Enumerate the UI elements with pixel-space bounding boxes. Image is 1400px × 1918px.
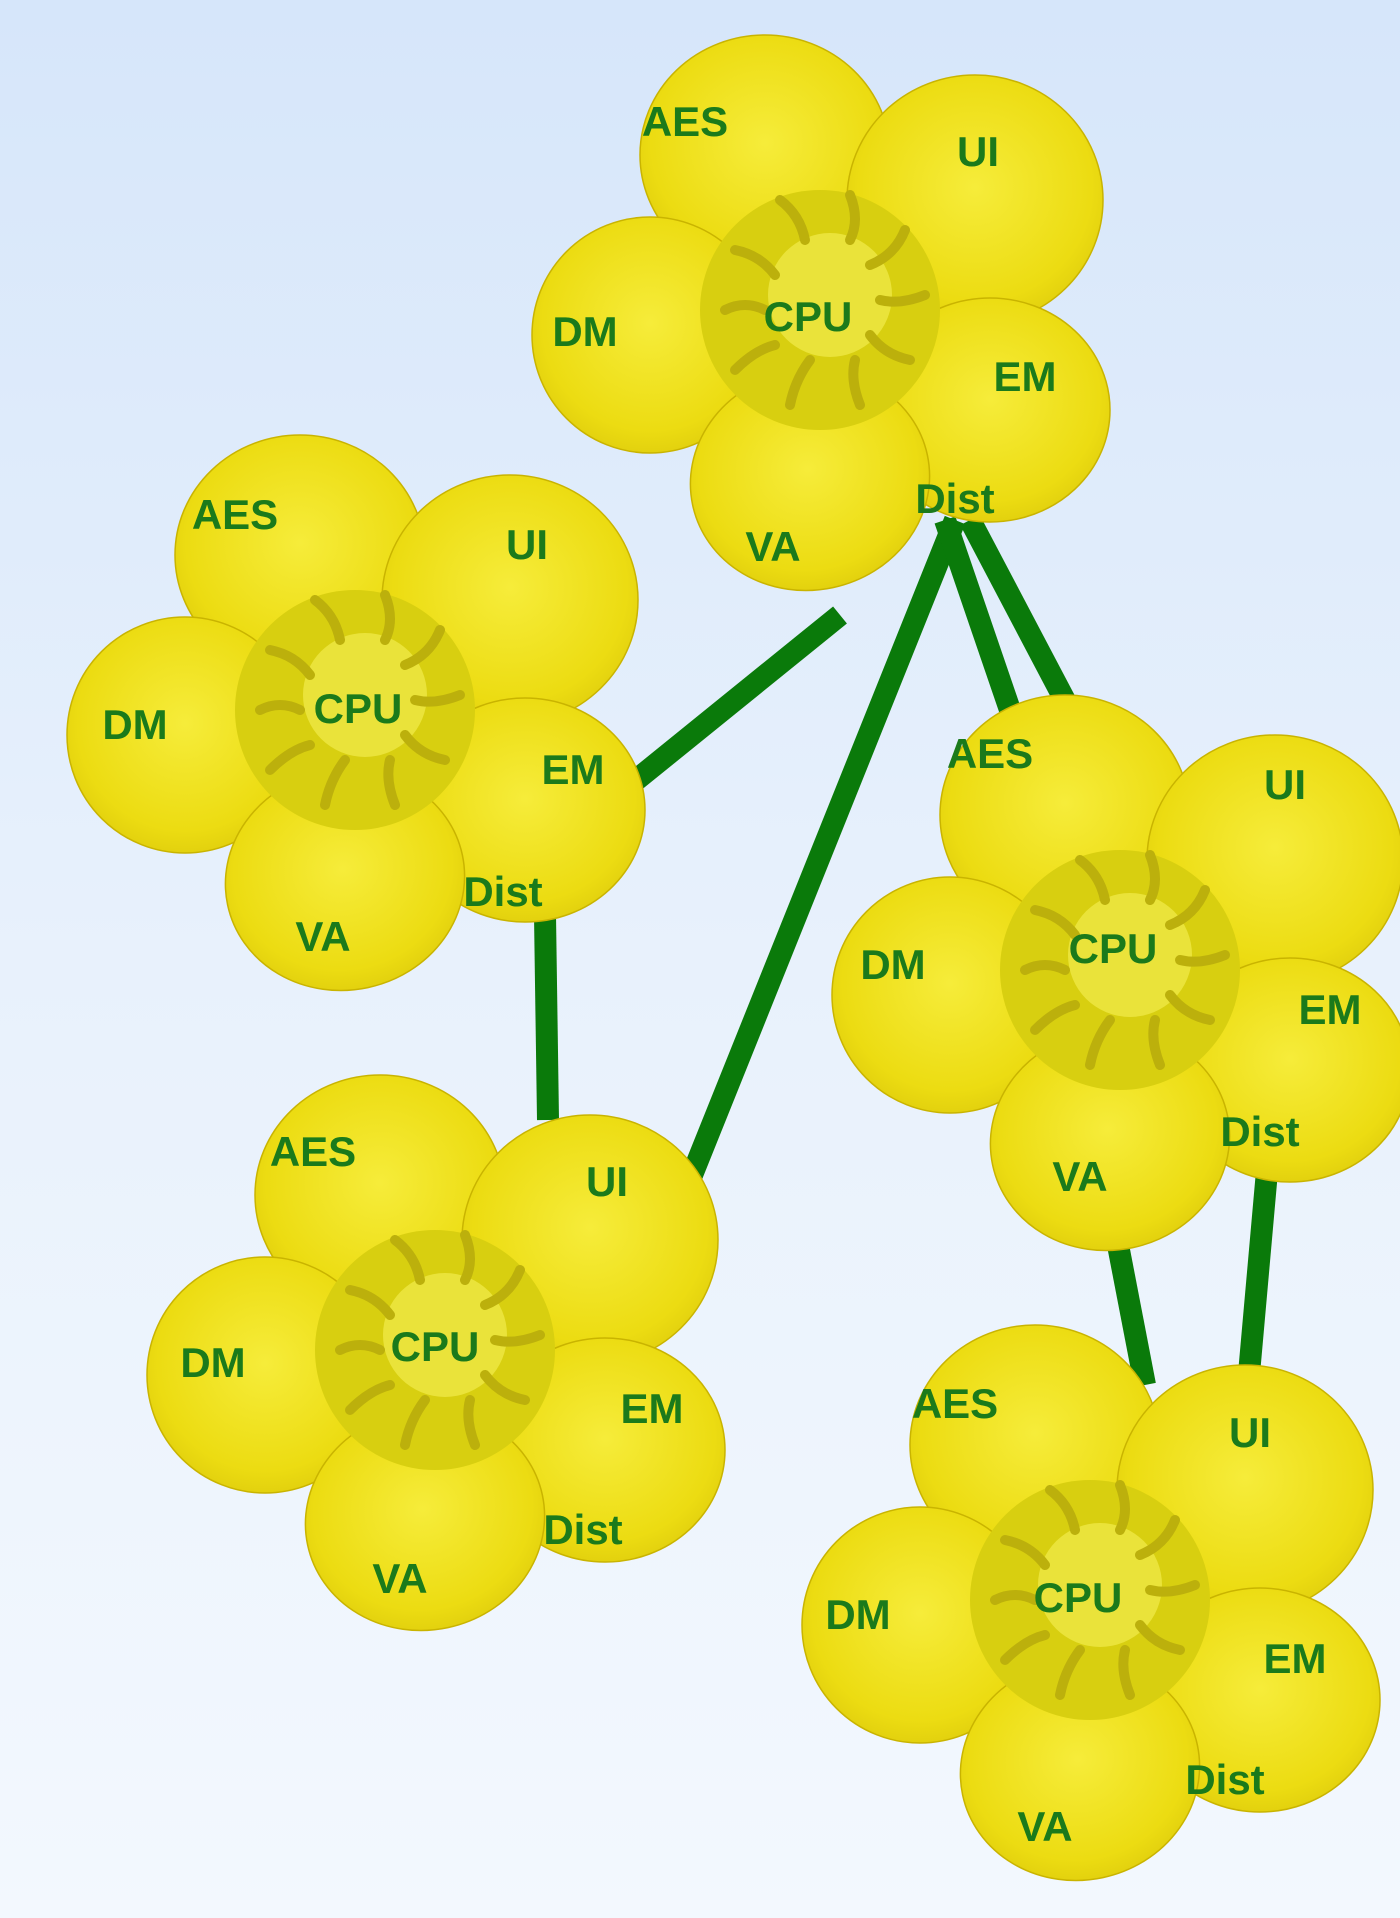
flower-middle-right-label-ui: UI (1264, 761, 1306, 808)
flower-bottom-right-label-em: EM (1264, 1635, 1327, 1682)
flower-bottom-right: AES UI DM CPU EM Dist VA (802, 1325, 1380, 1903)
flower-lower-left-label-aes: AES (270, 1128, 356, 1175)
flower-middle-right-label-dm: DM (860, 941, 925, 988)
flower-upper-left-label-dist: Dist (463, 868, 542, 915)
flower-bottom-right-label-dm: DM (825, 1591, 890, 1638)
flower-upper-left-label-ui: UI (506, 521, 548, 568)
flower-bottom-right-label-cpu: CPU (1034, 1574, 1123, 1621)
flower-upper-left: AES UI DM CPU EM Dist VA (67, 435, 645, 1013)
flower-top: AES UI DM CPU EM Dist VA (532, 35, 1110, 613)
flower-top-label-cpu: CPU (764, 293, 853, 340)
flower-middle-right-label-va: VA (1052, 1153, 1107, 1200)
flower-upper-left-label-aes: AES (192, 491, 278, 538)
flower-bottom-right-label-va: VA (1017, 1803, 1072, 1850)
flower-middle-right-label-dist: Dist (1220, 1108, 1299, 1155)
flower-upper-left-label-dm: DM (102, 701, 167, 748)
flower-top-label-ui: UI (957, 128, 999, 175)
flower-top-label-aes: AES (642, 98, 728, 145)
flower-middle-right-label-em: EM (1299, 986, 1362, 1033)
flower-middle-right-label-aes: AES (947, 730, 1033, 777)
flower-bottom-right-label-aes: AES (912, 1380, 998, 1427)
connection-middle-right-to-bottom-right-b (1237, 1159, 1279, 1386)
connections (534, 514, 1279, 1388)
flower-bottom-right-label-dist: Dist (1185, 1756, 1264, 1803)
flower-top-label-em: EM (994, 353, 1057, 400)
connection-middle-right-to-bottom-right-a (1107, 1242, 1156, 1388)
flower-top-label-va: VA (745, 523, 800, 570)
flower-middle-right: AES UI DM CPU EM Dist VA (832, 695, 1400, 1273)
flower-upper-left-label-va: VA (295, 913, 350, 960)
flower-lower-left-label-dist: Dist (543, 1506, 622, 1553)
connection-top-to-middle-right-a (934, 516, 1021, 714)
connection-top-to-middle-right-b (960, 514, 1080, 716)
flower-upper-left-label-em: EM (542, 746, 605, 793)
flower-upper-left-label-cpu: CPU (314, 685, 403, 732)
flower-top-label-dm: DM (552, 308, 617, 355)
connection-top-to-upper-left (623, 606, 847, 794)
flower-lower-left-label-ui: UI (586, 1158, 628, 1205)
flower-lower-left-label-em: EM (621, 1385, 684, 1432)
connection-upper-left-to-lower-left (534, 914, 559, 1121)
connection-top-to-lower-left (679, 515, 966, 1185)
flower-bottom-right-label-ui: UI (1229, 1409, 1271, 1456)
flower-lower-left-label-dm: DM (180, 1339, 245, 1386)
flower-lower-left-label-va: VA (372, 1555, 427, 1602)
flower-top-label-dist: Dist (915, 475, 994, 522)
flower-middle-right-label-cpu: CPU (1069, 925, 1158, 972)
flower-lower-left-label-cpu: CPU (391, 1323, 480, 1370)
flower-lower-left: AES UI DM CPU EM Dist VA (147, 1075, 725, 1653)
